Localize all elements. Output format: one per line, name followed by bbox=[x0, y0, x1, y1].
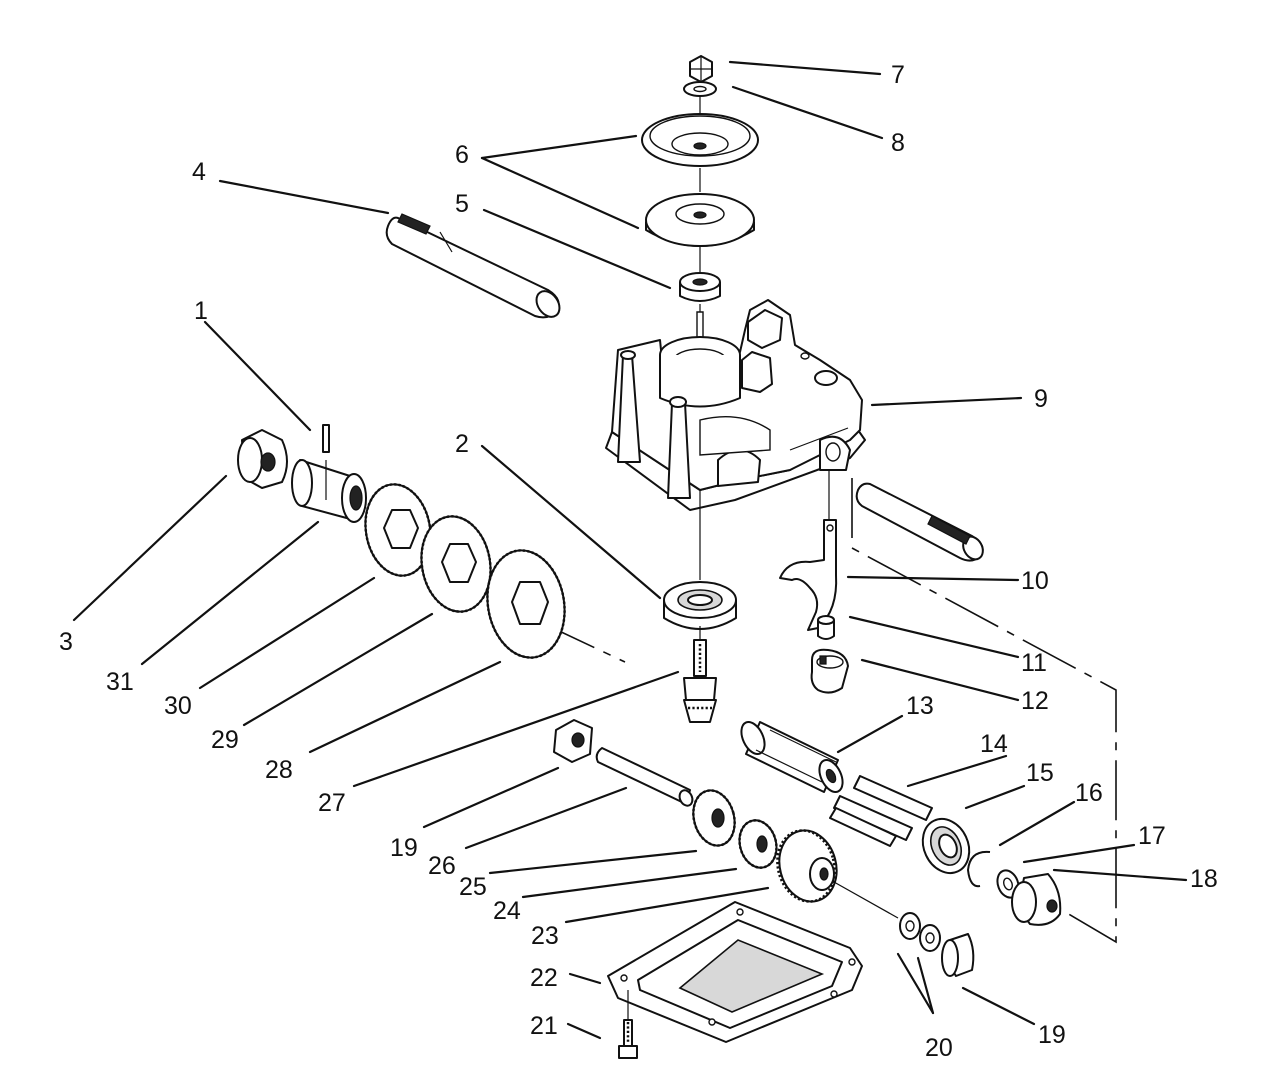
part-shaft-right bbox=[855, 482, 984, 562]
part-19-lower-bushing bbox=[941, 933, 975, 977]
callout-2: 2 bbox=[455, 430, 469, 458]
part-24-gear bbox=[738, 819, 778, 869]
callout-22: 22 bbox=[530, 964, 558, 992]
callout-25: 25 bbox=[459, 873, 487, 901]
part-13-hub bbox=[740, 721, 844, 793]
part-6-upper-seal bbox=[641, 113, 759, 167]
callout-16: 16 bbox=[1075, 779, 1103, 807]
callout-13: 13 bbox=[906, 692, 934, 720]
callout-3: 3 bbox=[59, 628, 73, 656]
part-14-keys bbox=[829, 775, 933, 847]
part-10-shift-fork bbox=[779, 519, 838, 631]
callout-8: 8 bbox=[891, 129, 905, 157]
part-26-shaft bbox=[595, 747, 694, 807]
callout-7: 7 bbox=[891, 61, 905, 89]
part-11-roller bbox=[817, 615, 835, 640]
callout-9: 9 bbox=[1034, 385, 1048, 413]
part-2-bearing bbox=[663, 581, 737, 630]
callout-18: 18 bbox=[1190, 865, 1218, 893]
callout-17: 17 bbox=[1138, 822, 1166, 850]
part-9-housing bbox=[605, 299, 866, 511]
part-3-bushing bbox=[237, 429, 288, 489]
part-20-washers bbox=[899, 912, 941, 952]
part-21-bolt bbox=[618, 990, 638, 1059]
part-27-pinion bbox=[683, 639, 717, 723]
part-19-upper-bushing bbox=[553, 719, 593, 763]
part-7-hex-nut bbox=[689, 55, 713, 83]
part-28-gear bbox=[486, 549, 566, 659]
callout-10: 10 bbox=[1021, 567, 1049, 595]
callout-31: 31 bbox=[106, 668, 134, 696]
part-25-gear bbox=[692, 789, 736, 847]
part-31-collar bbox=[291, 459, 367, 523]
part-23-bevel-gear bbox=[776, 829, 899, 919]
leader-lines bbox=[72, 60, 1188, 1040]
callout-numbers: 1 2 3 4 5 6 7 8 9 10 11 12 13 14 15 16 1… bbox=[59, 61, 1218, 1062]
part-5-bushing bbox=[679, 272, 721, 302]
part-29-gear bbox=[420, 515, 492, 613]
part-16-snap-ring bbox=[967, 850, 991, 888]
callout-20: 20 bbox=[925, 1034, 953, 1062]
part-12-collar bbox=[810, 648, 849, 694]
callout-24: 24 bbox=[493, 897, 521, 925]
callout-23: 23 bbox=[531, 922, 559, 950]
callout-27: 27 bbox=[318, 789, 346, 817]
reference-line-right bbox=[851, 478, 1117, 944]
part-30-gear bbox=[364, 483, 432, 577]
callout-14: 14 bbox=[980, 730, 1008, 758]
callout-19-lower: 19 bbox=[1038, 1021, 1066, 1049]
callout-4: 4 bbox=[192, 158, 206, 186]
part-1-pin bbox=[322, 424, 330, 453]
part-22-oil-pan bbox=[607, 901, 863, 1043]
callout-6: 6 bbox=[455, 141, 469, 169]
callout-1: 1 bbox=[194, 297, 208, 325]
part-6-lower-seal bbox=[645, 193, 755, 247]
callout-19-upper: 19 bbox=[390, 834, 418, 862]
callout-15: 15 bbox=[1026, 759, 1054, 787]
callout-5: 5 bbox=[455, 190, 469, 218]
part-4-shaft bbox=[385, 213, 561, 319]
callout-29: 29 bbox=[211, 726, 239, 754]
part-15-seal-ring bbox=[921, 817, 971, 875]
callout-26: 26 bbox=[428, 852, 456, 880]
callout-12: 12 bbox=[1021, 687, 1049, 715]
callout-28: 28 bbox=[265, 756, 293, 784]
part-8-washer bbox=[683, 81, 717, 97]
callout-11: 11 bbox=[1021, 649, 1047, 677]
callout-21: 21 bbox=[530, 1012, 558, 1040]
callout-30: 30 bbox=[164, 692, 192, 720]
part-18-bushing-block bbox=[1011, 873, 1062, 926]
